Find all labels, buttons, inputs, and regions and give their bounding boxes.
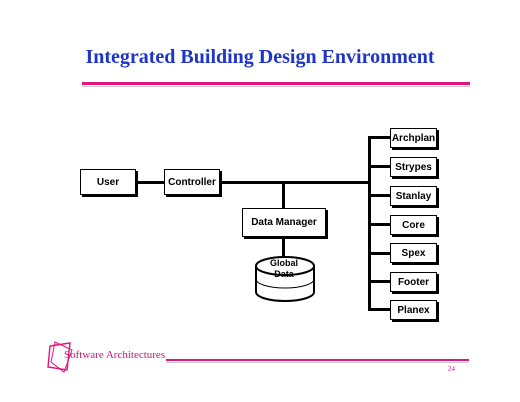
footer-label: Software Architectures xyxy=(64,349,166,361)
title-underline xyxy=(82,82,470,85)
footer-rule xyxy=(166,359,469,361)
branch-planex xyxy=(368,308,390,311)
slide-title: Integrated Building Design Environment xyxy=(85,46,435,68)
branch-footer xyxy=(368,280,390,283)
branch-core xyxy=(368,223,390,226)
tool-box-archplan: Archplan xyxy=(390,128,437,148)
main-bus-line xyxy=(220,181,370,184)
connector-user-controller xyxy=(135,181,164,184)
tool-box-footer: Footer xyxy=(390,272,437,292)
branch-strypes xyxy=(368,165,390,168)
connector-bus-data-manager xyxy=(282,181,285,208)
branch-spex xyxy=(368,252,390,255)
global-data-label: Global Data xyxy=(256,258,312,280)
tool-box-stanlay: Stanlay xyxy=(390,186,437,206)
branch-archplan xyxy=(368,136,390,139)
connector-data-manager-global-data xyxy=(282,237,285,259)
global-data-label-line1: Global xyxy=(269,258,298,268)
tool-box-strypes: Strypes xyxy=(390,157,437,177)
title-underline-shadow xyxy=(82,86,470,87)
page-number: 24 xyxy=(448,365,455,373)
tool-box-core: Core xyxy=(390,215,437,235)
branch-stanlay xyxy=(368,194,390,197)
global-data-cylinder xyxy=(255,256,315,302)
controller-box: Controller xyxy=(164,169,220,195)
data-manager-box: Data Manager xyxy=(242,208,326,237)
tool-box-spex: Spex xyxy=(390,243,437,263)
global-data-label-line2: Data xyxy=(274,269,294,279)
tool-box-planex: Planex xyxy=(390,300,437,320)
logo-icon xyxy=(47,341,73,373)
footer-rule-shadow xyxy=(166,362,469,363)
user-box: User xyxy=(80,169,136,195)
